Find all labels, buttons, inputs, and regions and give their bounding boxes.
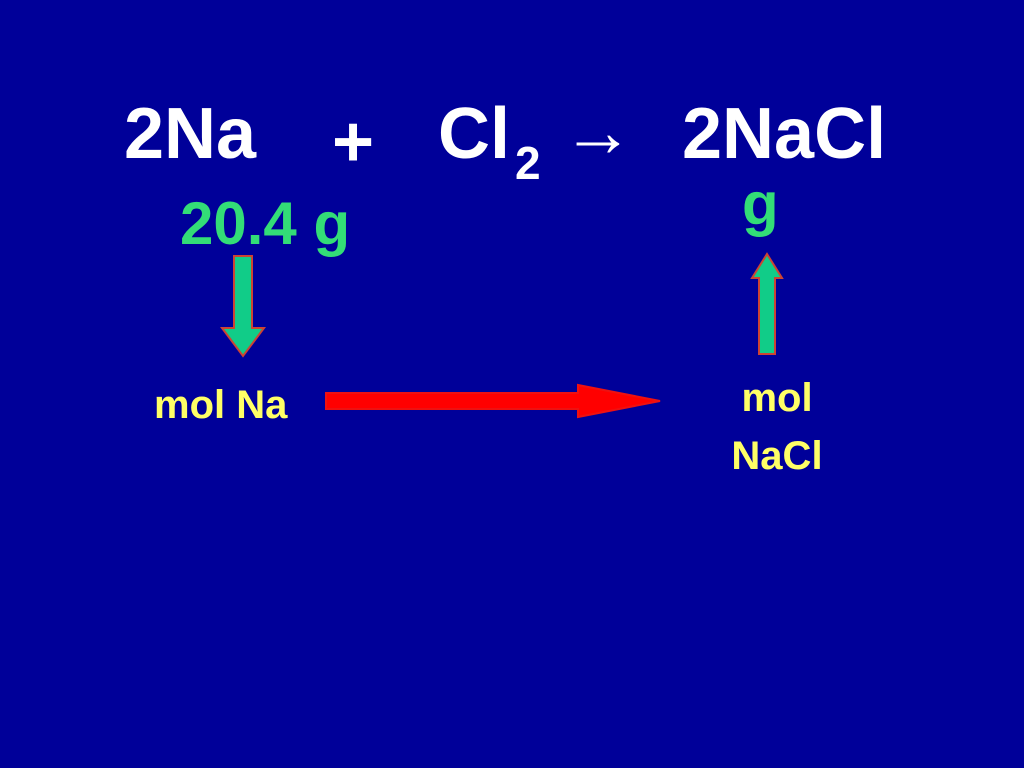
product-sodium-chloride: 2NaCl bbox=[682, 94, 887, 174]
arrow-up-icon bbox=[750, 252, 784, 355]
arrow-down-icon bbox=[220, 255, 266, 358]
chlorine-subscript: 2 bbox=[515, 137, 541, 189]
reactant-sodium: 2Na bbox=[124, 94, 257, 174]
reaction-arrow: → bbox=[562, 92, 634, 172]
product-moles-line2: NaCl bbox=[731, 434, 823, 478]
reactant-mass: 20.4 g bbox=[180, 190, 351, 257]
product-moles: mol NaCl bbox=[697, 373, 857, 481]
product-moles-line1: mol bbox=[741, 376, 813, 420]
plus-sign: + bbox=[332, 102, 375, 182]
reactant-chlorine: Cl bbox=[438, 94, 510, 174]
product-mass: g bbox=[742, 170, 779, 237]
reactant-moles: mol Na bbox=[154, 383, 288, 427]
arrow-right-icon bbox=[325, 383, 661, 419]
